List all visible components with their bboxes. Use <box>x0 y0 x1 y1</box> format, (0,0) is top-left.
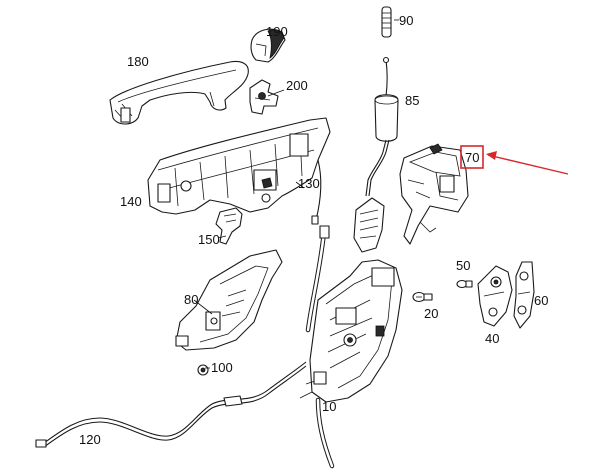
label-140: 140 <box>120 194 142 209</box>
part-120-bowden-cable[interactable] <box>35 361 307 448</box>
part-200-lever[interactable] <box>249 79 279 115</box>
label-85: 100 <box>211 360 233 375</box>
label-130: 130 <box>298 176 320 191</box>
part-40-bracket[interactable] <box>477 265 513 327</box>
part-130-cable[interactable] <box>311 159 322 225</box>
label-70[interactable]: 70 <box>465 150 479 165</box>
label-100: 90 <box>399 13 413 28</box>
label-60: 60 <box>534 293 548 308</box>
label-40: 40 <box>485 331 499 346</box>
part-50-bolt[interactable] <box>456 279 473 289</box>
label-10: 10 <box>322 399 336 414</box>
part-20-screw[interactable] <box>412 291 433 303</box>
highlight-box <box>460 145 484 169</box>
label-80: 80 <box>184 292 198 307</box>
label-150: 150 <box>198 232 220 247</box>
leader-200 <box>267 89 285 97</box>
part-85-clip[interactable] <box>197 364 209 376</box>
part-140-handle-carrier[interactable] <box>147 117 331 215</box>
conduit-cable[interactable] <box>305 225 335 469</box>
part-190-lock-cylinder-cap[interactable] <box>250 28 286 63</box>
label-200: 200 <box>286 78 308 93</box>
part-90-rod-guide[interactable] <box>365 56 399 197</box>
part-10-door-lock[interactable] <box>299 259 403 403</box>
label-90: 85 <box>405 93 419 108</box>
leader-150 <box>217 235 227 239</box>
part-150-rod-clip[interactable] <box>215 207 243 245</box>
part-180-outer-handle[interactable] <box>109 60 249 125</box>
part-60-plate[interactable] <box>513 261 535 329</box>
label-180: 180 <box>127 54 149 69</box>
highlight-arrow <box>486 151 569 175</box>
label-190: 190 <box>266 24 288 39</box>
part-100-rod[interactable] <box>381 6 392 38</box>
leader-80 <box>193 299 213 315</box>
part-70-control-unit[interactable] <box>399 143 469 245</box>
cable-connector[interactable] <box>353 197 385 253</box>
part-80-cover[interactable] <box>175 249 283 351</box>
label-120: 120 <box>79 432 101 447</box>
label-20: 20 <box>424 306 438 321</box>
leader-130 <box>295 181 305 189</box>
label-50: 50 <box>456 258 470 273</box>
